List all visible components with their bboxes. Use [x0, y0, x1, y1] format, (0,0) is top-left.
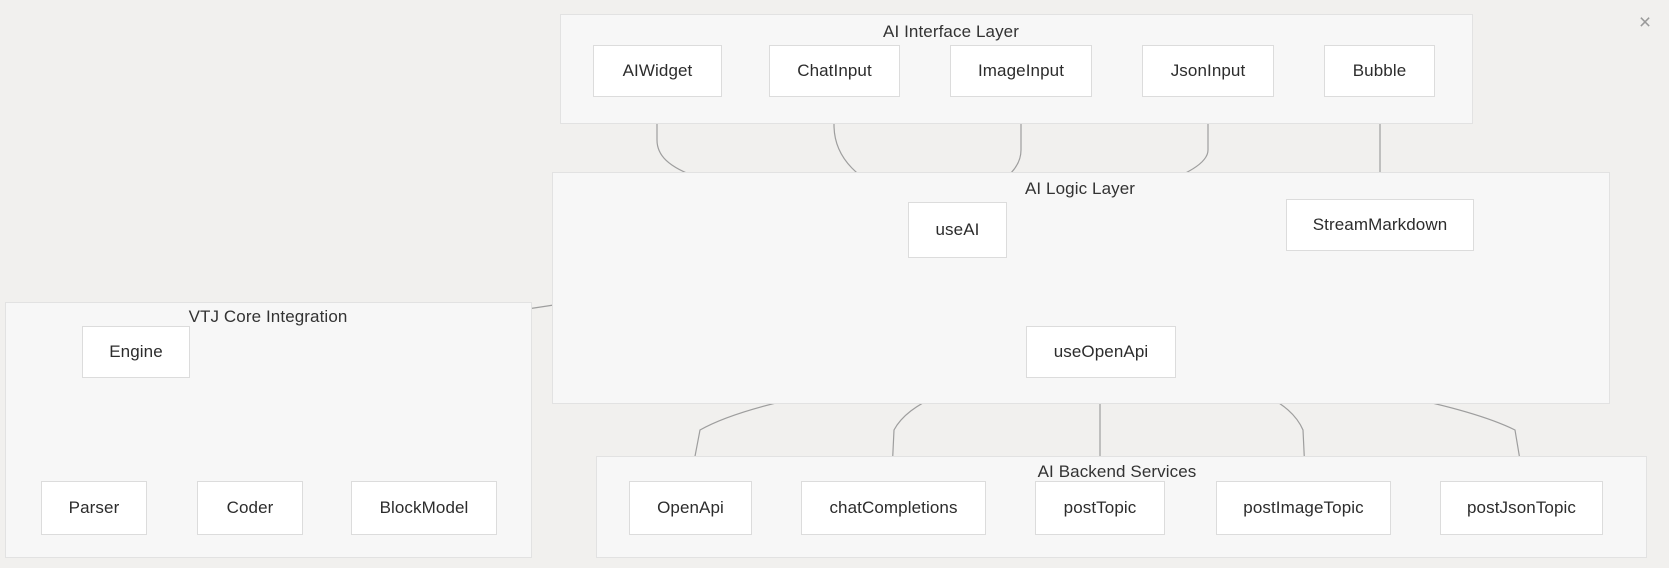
group-label-ai-backend-services: AI Backend Services	[1037, 462, 1197, 481]
node-postimagetopic[interactable]: postImageTopic	[1216, 481, 1391, 535]
node-blockmodel[interactable]: BlockModel	[351, 481, 497, 535]
group-label-vtj-core-integration: VTJ Core Integration	[188, 307, 348, 326]
close-icon[interactable]: ×	[1631, 8, 1659, 36]
node-chatinput[interactable]: ChatInput	[769, 45, 900, 97]
node-useai[interactable]: useAI	[908, 202, 1007, 258]
node-bubble[interactable]: Bubble	[1324, 45, 1435, 97]
node-chatcompletions[interactable]: chatCompletions	[801, 481, 986, 535]
node-openapi[interactable]: OpenApi	[629, 481, 752, 535]
group-label-ai-logic-layer: AI Logic Layer	[1024, 179, 1136, 198]
node-aiwidget[interactable]: AIWidget	[593, 45, 722, 97]
node-jsoninput[interactable]: JsonInput	[1142, 45, 1274, 97]
close-glyph: ×	[1638, 10, 1652, 34]
node-postjsontopic[interactable]: postJsonTopic	[1440, 481, 1603, 535]
node-engine[interactable]: Engine	[82, 326, 190, 378]
node-coder[interactable]: Coder	[197, 481, 303, 535]
group-label-ai-interface-layer: AI Interface Layer	[883, 22, 1019, 41]
node-useopenapi[interactable]: useOpenApi	[1026, 326, 1176, 378]
node-imageinput[interactable]: ImageInput	[950, 45, 1092, 97]
node-posttopic[interactable]: postTopic	[1035, 481, 1165, 535]
node-parser[interactable]: Parser	[41, 481, 147, 535]
node-streammarkdown[interactable]: StreamMarkdown	[1286, 199, 1474, 251]
